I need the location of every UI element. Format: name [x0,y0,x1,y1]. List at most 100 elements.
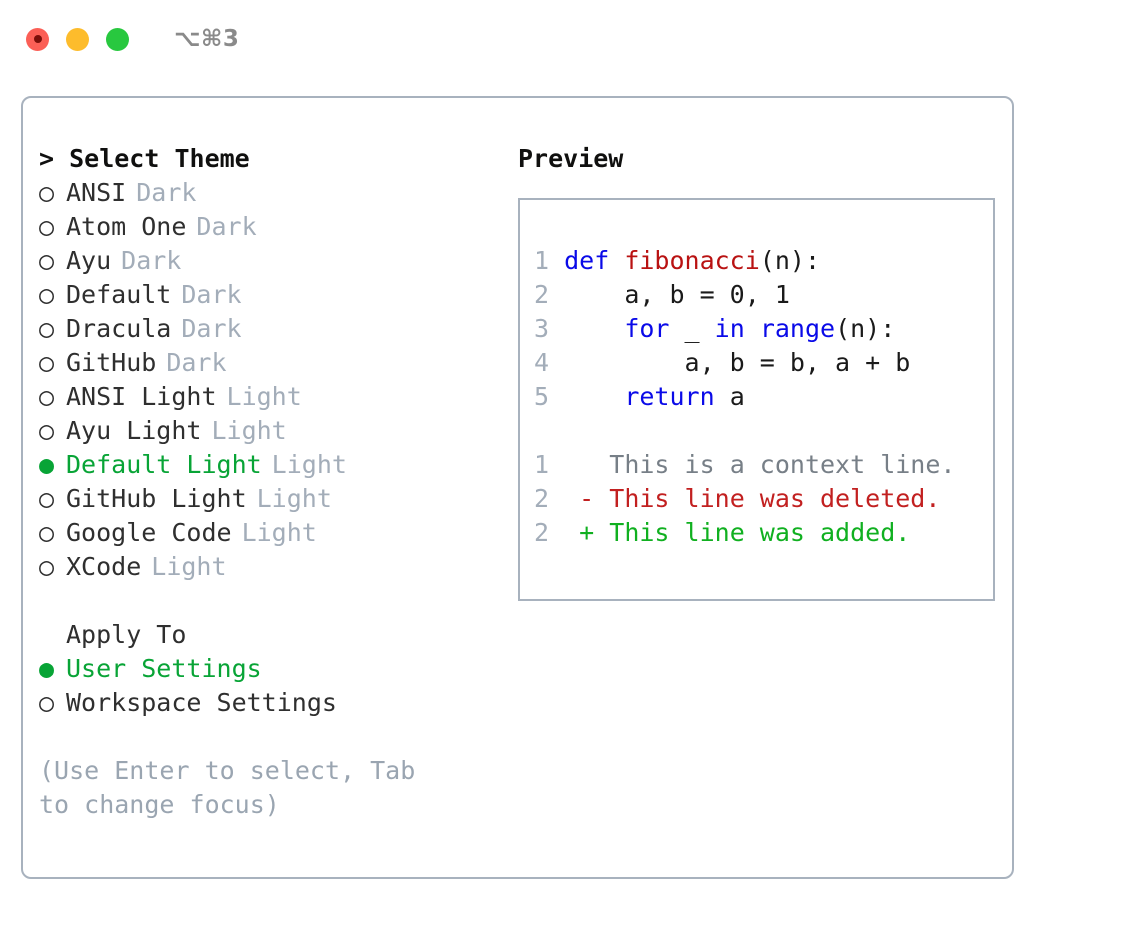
preview-column: Preview 1 def fibonacci(n):2 a, b = 0, 1… [503,98,1012,877]
radio-unselected-icon: ○ [39,348,55,377]
code-token-plain: _ [669,314,715,343]
theme-name-label: Google Code [66,518,232,547]
code-line: 5 return a [520,380,993,414]
keyboard-shortcut-label: ⌥⌘3 [174,26,240,52]
theme-list-item[interactable]: ○ Google Code Light [39,516,503,550]
diff-text: This line was added. [609,518,911,547]
theme-variant-tag: Light [271,450,347,479]
code-line: 2 a, b = 0, 1 [520,278,993,312]
apply-to-label-text: User Settings [66,654,262,683]
code-token-plain [564,382,624,411]
code-token-plain: a [714,382,745,411]
theme-name-label: Default [66,280,172,309]
theme-name-label: Ayu Light [66,416,202,445]
preview-title: Preview [518,144,624,173]
theme-name-label: GitHub Light [66,484,247,513]
code-line: 4 a, b = b, a + b [520,346,993,380]
theme-list-item[interactable]: ○ GitHub Dark [39,346,503,380]
diff-line: 1 This is a context line. [520,448,993,482]
theme-variant-tag: Dark [136,178,197,207]
code-token-plain: (n): [759,246,821,275]
code-token-keyword: def [564,246,625,275]
apply-to-item[interactable]: ○Workspace Settings [39,686,503,720]
record-dot-icon [33,35,42,43]
diff-text: This is a context line. [609,450,956,479]
theme-variant-tag: Light [256,484,332,513]
theme-list-item[interactable]: ○ ANSI Light Light [39,380,503,414]
code-line-number: 1 [534,246,550,275]
diff-marker: + [579,518,595,547]
diff-line-number: 1 [534,450,550,479]
maximize-window-button[interactable] [106,27,129,51]
code-token-keyword: range [759,314,836,343]
code-token-plain: a, b = 0, 1 [564,280,790,309]
theme-variant-tag: Dark [181,314,242,343]
theme-list-item[interactable]: ○ Dracula Dark [39,312,503,346]
radio-unselected-icon: ○ [39,416,55,445]
theme-variant-tag: Dark [166,348,227,377]
theme-name-label: Dracula [66,314,172,343]
theme-list-item[interactable]: ○ Ayu Dark [39,244,503,278]
theme-name-label: GitHub [66,348,157,377]
theme-variant-tag: Dark [196,212,257,241]
apply-to-item[interactable]: ● User Settings [39,652,503,686]
theme-variant-tag: Light [241,518,317,547]
theme-variant-tag: Dark [181,280,242,309]
code-line-number: 3 [534,314,550,343]
apply-to-list[interactable]: ● User Settings ○Workspace Settings [39,652,503,720]
minimize-window-button[interactable] [66,27,89,51]
code-line: 1 def fibonacci(n): [520,244,993,278]
diff-gap [520,414,993,448]
radio-unselected-icon: ○ [39,518,55,547]
radio-unselected-icon: ○ [39,484,55,513]
theme-name-label: XCode [66,552,142,581]
code-line: 3 for _ in range(n): [520,312,993,346]
code-token-plain [564,314,624,343]
code-line-number: 2 [534,280,550,309]
radio-unselected-icon: ○ [39,212,55,241]
code-line-number: 4 [534,348,550,377]
theme-list-item[interactable]: ○ GitHub Light Light [39,482,503,516]
radio-unselected-icon: ○ [39,178,55,207]
section-spacer [39,584,503,618]
radio-unselected-icon: ○ [39,280,55,309]
select-theme-header: > Select Theme [39,144,250,173]
title-bar: ⌥⌘3 [0,0,1140,78]
theme-name-label: Atom One [66,212,187,241]
theme-list-item[interactable]: ○ Atom One Dark [39,210,503,244]
code-token-plain [745,314,760,343]
theme-list-item[interactable]: ○ XCode Light [39,550,503,584]
diff-line: 2 + This line was added. [520,516,993,550]
close-window-button[interactable] [26,27,49,51]
diff-line-number: 2 [534,518,550,547]
code-line-number: 5 [534,382,550,411]
theme-variant-tag: Light [226,382,302,411]
code-token-keyword: return [624,382,715,411]
theme-variant-tag: Dark [121,246,182,275]
code-token-keyword: in [714,314,745,343]
diff-text: This line was deleted. [609,484,941,513]
theme-variant-tag: Light [151,552,227,581]
radio-unselected-icon: ○ [39,246,55,275]
theme-name-label: ANSI Light [66,382,217,411]
theme-name-label: Default Light [66,450,262,479]
radio-unselected-icon: ○ [39,688,55,717]
theme-list-item[interactable]: ○ Default Dark [39,278,503,312]
diff-marker [579,450,594,479]
radio-unselected-icon: ○ [39,382,55,411]
theme-name-label: Ayu [66,246,112,275]
radio-unselected-icon: ○ [39,552,55,581]
radio-selected-icon: ● [39,654,55,683]
radio-unselected-icon: ○ [39,314,55,343]
code-token-function: fibonacci [624,246,760,275]
apply-to-label: Apply To [66,620,187,649]
code-token-plain: (n): [835,314,896,343]
